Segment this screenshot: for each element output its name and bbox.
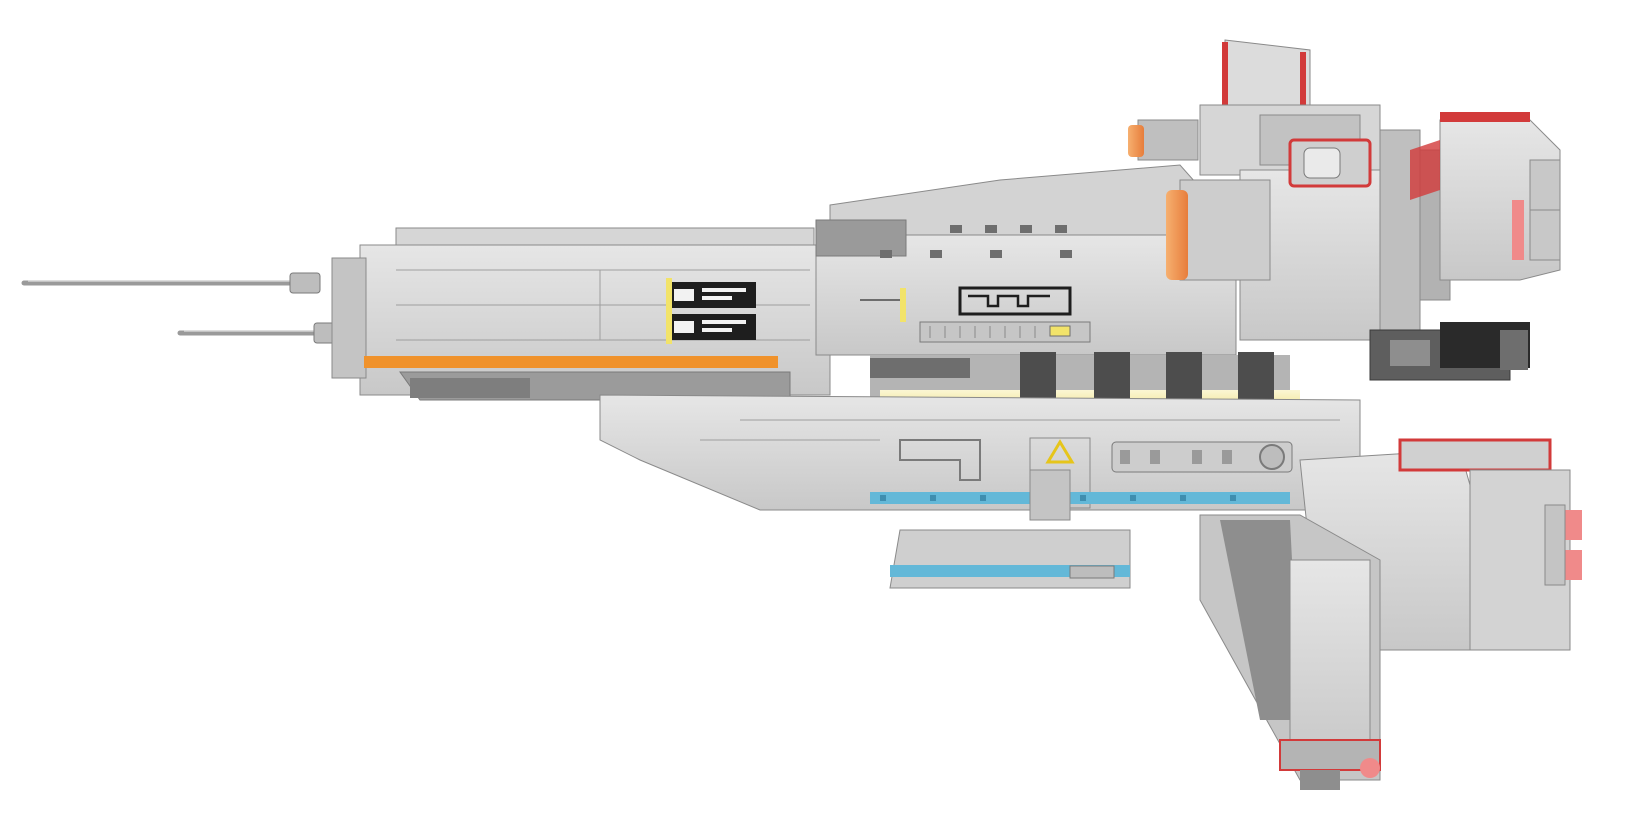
warning-triangle-icon [1045,439,1075,464]
black-panel-lower [666,314,756,340]
orange-stripe [364,356,778,368]
ventral-pod [889,529,1131,589]
lower-control-panel [1111,441,1293,473]
rear-engine-dark [1369,322,1530,381]
mid-hull [815,164,1237,356]
antenna-group [21,272,337,344]
engine-nozzle-mid [1166,190,1188,280]
black-vent-panel [958,286,1072,316]
engine-nozzle-upper [1128,125,1144,157]
nose-section [331,227,831,401]
black-panel-upper [666,282,756,308]
rear-lower-wing [1199,438,1582,790]
yellow-marker [666,278,672,344]
rear-tower [1128,39,1561,351]
yellow-indicator [1049,325,1071,337]
lower-hull [599,394,1361,589]
